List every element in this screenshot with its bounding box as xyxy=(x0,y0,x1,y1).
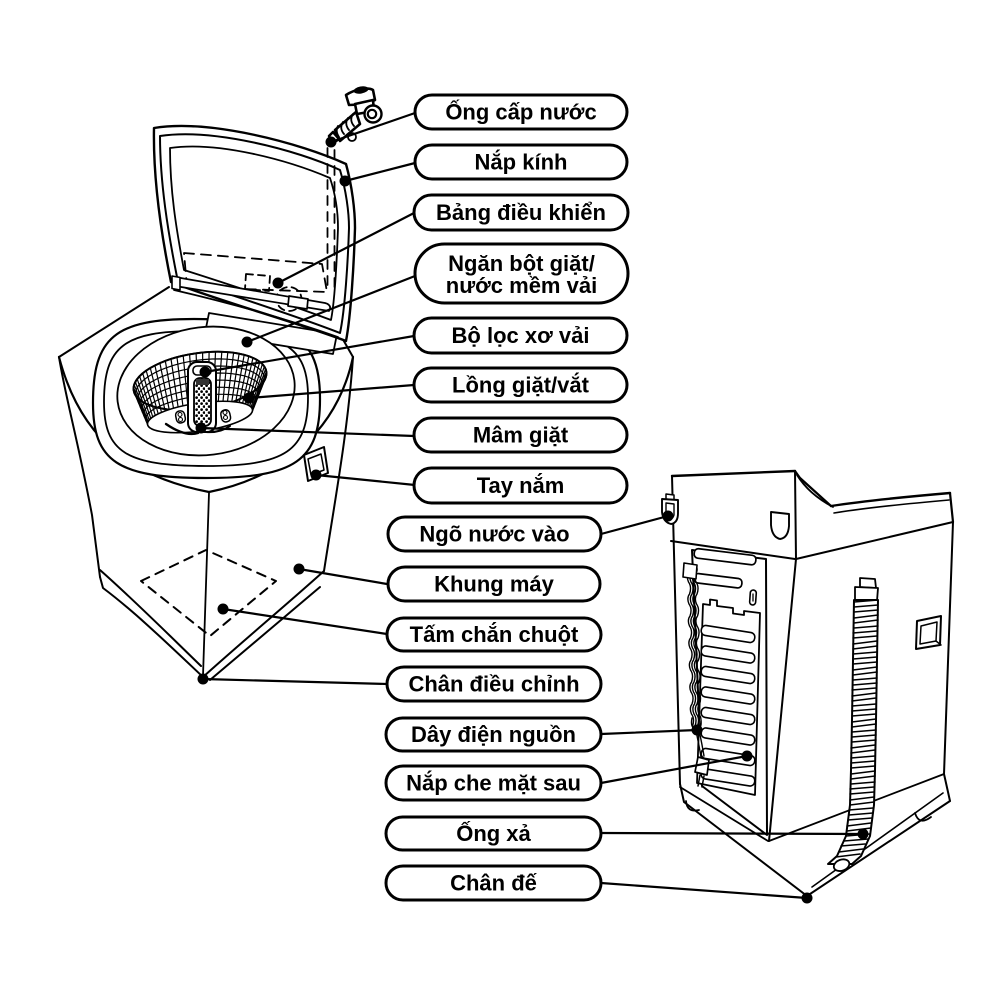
svg-text:Chân đế: Chân đế xyxy=(450,871,538,896)
svg-text:Tấm chắn chuột: Tấm chắn chuột xyxy=(410,622,579,647)
svg-text:Bộ lọc xơ vải: Bộ lọc xơ vải xyxy=(452,323,590,348)
svg-text:Ngõ nước vào: Ngõ nước vào xyxy=(419,522,569,547)
svg-text:Mâm giặt: Mâm giặt xyxy=(473,423,569,448)
svg-text:Ống xả: Ống xả xyxy=(456,820,531,846)
svg-text:Chân điều chỉnh: Chân điều chỉnh xyxy=(408,672,579,697)
svg-text:Ngăn bột giặt/: Ngăn bột giặt/ xyxy=(448,251,595,276)
svg-text:Nắp che mặt sau: Nắp che mặt sau xyxy=(406,771,581,796)
svg-text:Tay nắm: Tay nắm xyxy=(477,473,565,498)
svg-text:Bảng điều khiển: Bảng điều khiển xyxy=(436,200,606,225)
svg-text:Ống cấp nước: Ống cấp nước xyxy=(445,99,596,125)
svg-text:Lồng giặt/vắt: Lồng giặt/vắt xyxy=(452,373,590,398)
svg-text:Khung máy: Khung máy xyxy=(434,572,555,597)
svg-text:Dây điện nguồn: Dây điện nguồn xyxy=(411,722,576,747)
svg-text:nước mềm vải: nước mềm vải xyxy=(446,273,597,298)
svg-text:Nắp kính: Nắp kính xyxy=(475,150,568,175)
